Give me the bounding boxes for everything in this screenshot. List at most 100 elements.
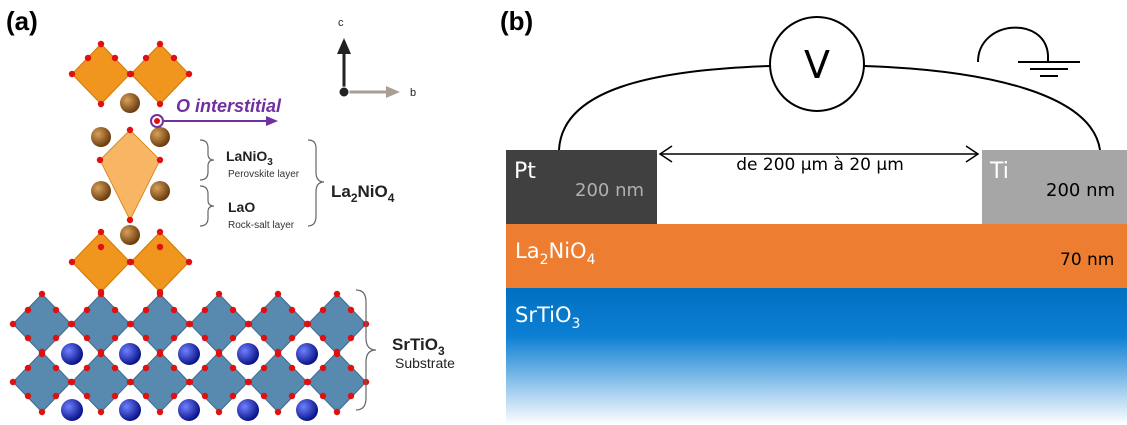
sr-atom <box>237 399 259 421</box>
rock-salt-layer-label: Rock-salt layer <box>228 220 295 231</box>
oxygen-atom <box>24 334 32 342</box>
gap-label: de 200 µm à 20 µm <box>736 155 904 175</box>
oxygen-atom <box>68 258 76 266</box>
tio6-octahedron <box>12 351 72 413</box>
oxygen-atom <box>96 156 104 164</box>
oxygen-atom <box>111 54 119 62</box>
oxygen-atom <box>9 320 17 328</box>
oxygen-atom <box>127 70 135 78</box>
oxygen-atom <box>229 334 237 342</box>
nio6-octahedron <box>71 43 131 105</box>
tio6-octahedron <box>307 351 367 413</box>
oxygen-atom <box>333 348 341 356</box>
oxygen-atom <box>304 320 312 328</box>
oxygen-atom <box>24 364 32 372</box>
oxygen-atom <box>201 392 209 400</box>
oxygen-atom <box>274 408 282 416</box>
oxygen-atom <box>97 348 105 356</box>
tio6-octahedron <box>307 293 367 355</box>
la2nio4-label: La2NiO4 <box>331 182 395 205</box>
oxygen-atom <box>142 334 150 342</box>
panel-b-label: (b) <box>500 6 533 36</box>
oxygen-atom <box>127 320 135 328</box>
voltmeter-circle <box>769 16 865 112</box>
oxygen-atom <box>97 40 105 48</box>
oxygen-atom <box>52 364 60 372</box>
oxygen-atom <box>260 334 268 342</box>
oxygen-atom <box>245 378 253 386</box>
film-oxygen-atoms <box>68 40 193 296</box>
oxygen-atom <box>215 348 223 356</box>
pt-electrode <box>506 150 657 224</box>
oxygen-atom <box>127 378 135 386</box>
oxygen-atom <box>38 290 46 298</box>
oxygen-atom <box>38 408 46 416</box>
oxygen-atom <box>170 306 178 314</box>
tio6-octahedron <box>71 351 131 413</box>
oxygen-atom <box>274 348 282 356</box>
oxygen-atom <box>156 40 164 48</box>
oxygen-atom <box>288 392 296 400</box>
substrate-bracket <box>355 289 377 411</box>
oxygen-atom <box>111 306 119 314</box>
oxygen-atom <box>319 334 327 342</box>
panel-b: (b) V Pt 200 nm Ti 200 nm de 200 µm à 20… <box>500 6 1127 425</box>
sr-atom <box>61 343 83 365</box>
oxygen-atom <box>111 392 119 400</box>
oxygen-atom <box>156 100 164 108</box>
oxygen-atom <box>347 392 355 400</box>
oxygen-atom <box>68 378 76 386</box>
oxygen-atom <box>156 408 164 416</box>
sr-atom <box>296 399 318 421</box>
la2nio4-octahedra <box>71 43 190 293</box>
oxygen-atom <box>186 378 194 386</box>
tio6-octahedron <box>130 351 190 413</box>
la-atom <box>120 93 140 113</box>
oxygen-atom <box>83 306 91 314</box>
oxygen-atom <box>319 306 327 314</box>
oxygen-atom <box>333 290 341 298</box>
oxygen-atom <box>126 216 134 224</box>
oxygen-atom <box>97 228 105 236</box>
pt-label: Pt <box>514 159 536 184</box>
oxygen-atom <box>142 306 150 314</box>
panel-a: (a) O interstitial <box>6 6 455 421</box>
oxygen-atom <box>156 288 164 296</box>
oxygen-atom <box>156 348 164 356</box>
la-atom <box>150 127 170 147</box>
oxygen-atom <box>201 334 209 342</box>
film-label: La2NiO4 <box>515 239 596 268</box>
ti-label: Ti <box>989 159 1009 184</box>
oxygen-atom <box>142 392 150 400</box>
oxygen-atom <box>126 126 134 134</box>
lanio3-label: LaNiO3 <box>226 148 273 168</box>
oxygen-atom <box>170 334 178 342</box>
panel-a-label: (a) <box>6 6 38 36</box>
oxygen-atom <box>288 306 296 314</box>
la-atom <box>91 127 111 147</box>
oxygen-atom <box>97 100 105 108</box>
la-atom <box>120 225 140 245</box>
oxygen-atom <box>142 364 150 372</box>
oxygen-atom <box>288 364 296 372</box>
oxygen-atom <box>347 334 355 342</box>
la-atom <box>150 181 170 201</box>
oxygen-atom <box>156 243 164 251</box>
nio6-octahedron <box>130 231 190 293</box>
oxygen-atom <box>97 408 105 416</box>
tio6-octahedron <box>12 293 72 355</box>
pt-thickness: 200 nm <box>575 180 644 201</box>
axis-b-label: b <box>410 87 416 99</box>
la-atoms <box>91 93 170 245</box>
la-atom <box>91 181 111 201</box>
la2nio4-bracket <box>307 139 325 227</box>
nio6-octahedron <box>71 231 131 293</box>
oxygen-atom <box>24 392 32 400</box>
oxygen-atom <box>215 408 223 416</box>
oxygen-atom <box>97 288 105 296</box>
oxygen-atom <box>215 290 223 298</box>
oxygen-atom <box>84 54 92 62</box>
sr-atom <box>296 343 318 365</box>
oxygen-atom <box>156 228 164 236</box>
oxygen-atom <box>260 392 268 400</box>
